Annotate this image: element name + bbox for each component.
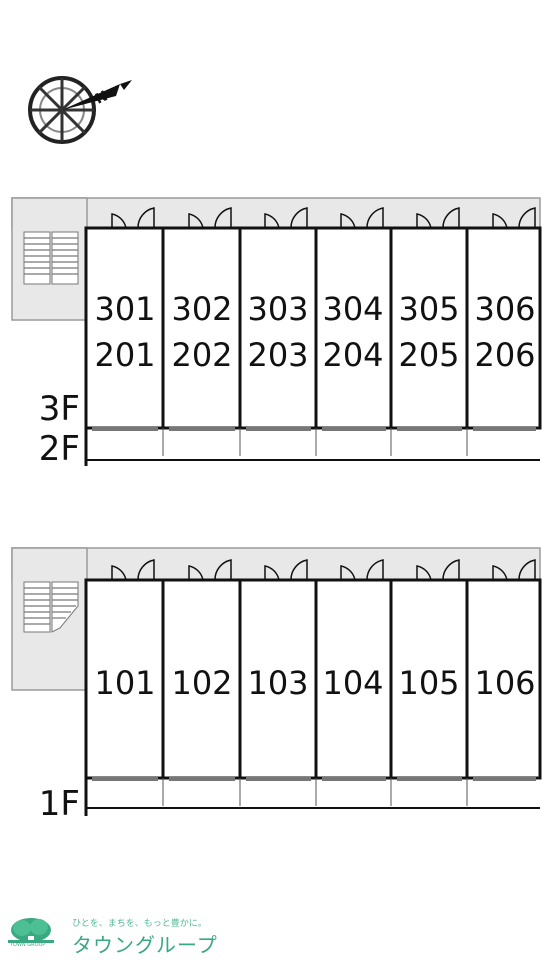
logo-brand-name: タウングループ [72, 933, 218, 957]
upper-units [84, 207, 542, 466]
unit-number-label: 206 [474, 336, 535, 374]
unit-number-label: 202 [171, 336, 232, 374]
tree-logo-icon [8, 918, 54, 946]
unit-number-label: 101 [94, 664, 155, 702]
unit-number-label: 104 [322, 664, 383, 702]
floor-label-2f: 2F [39, 429, 80, 469]
floor-label-3f: 3F [39, 389, 80, 429]
floor-label-1f: 1F [39, 784, 80, 824]
unit-number-label: 306 [474, 290, 535, 328]
unit-number-label: 204 [322, 336, 383, 374]
unit-number-label: 302 [171, 290, 232, 328]
logo-tagline: ひとを、まちを、もっと豊かに。 [72, 919, 207, 929]
lower-unit-labels: 101 102 103 104 105 106 [94, 664, 535, 702]
upper-unit-labels: 301 201 302 202 303 203 304 204 305 205 … [94, 290, 535, 374]
town-group-logo: TOWN GROUP ひとを、まちを、もっと豊かに。 タウングループ [8, 912, 268, 957]
unit-number-label: 303 [247, 290, 308, 328]
logo-small-text: TOWN GROUP [10, 942, 46, 948]
unit-number-label: 102 [171, 664, 232, 702]
compass: N [28, 76, 132, 144]
upper-staircase [23, 231, 79, 285]
floor-plan: N [11, 76, 542, 824]
lower-staircase [23, 581, 79, 633]
unit-number-label: 301 [94, 290, 155, 328]
unit-number-label: 103 [247, 664, 308, 702]
unit-number-label: 203 [247, 336, 308, 374]
unit-number-label: 205 [398, 336, 459, 374]
unit-number-label: 304 [322, 290, 383, 328]
unit-number-label: 106 [474, 664, 535, 702]
unit-number-label: 305 [398, 290, 459, 328]
lower-units [84, 559, 542, 816]
unit-number-label: 105 [398, 664, 459, 702]
unit-number-label: 201 [94, 336, 155, 374]
compass-rose-icon [28, 76, 132, 144]
